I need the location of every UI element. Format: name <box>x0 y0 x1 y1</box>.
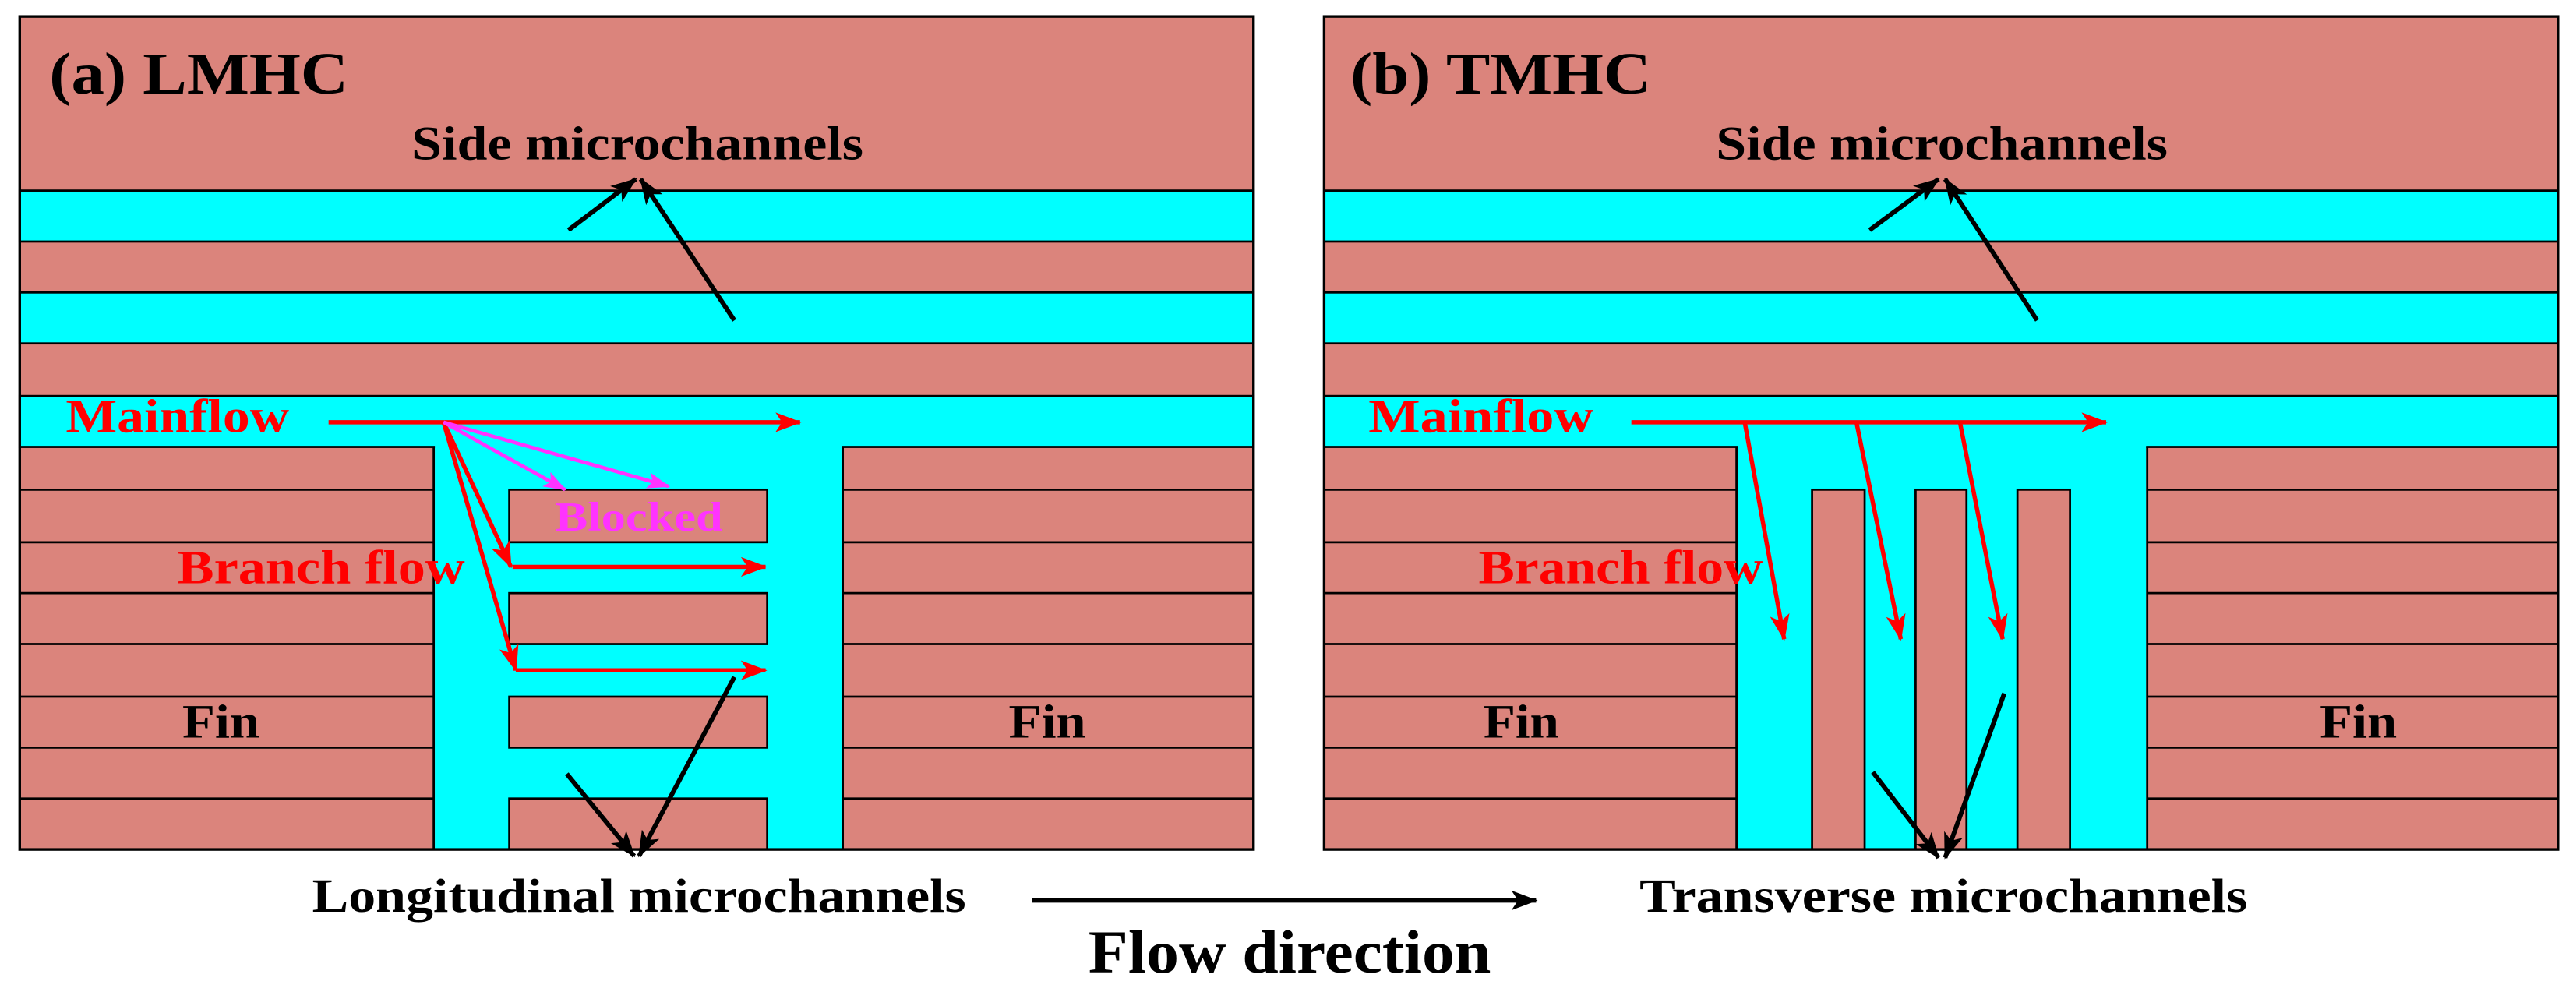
panel-b-fin-post <box>1914 488 1968 851</box>
panel-b-fin-stripes <box>1324 488 2558 800</box>
panel-a-branch-arrow <box>441 421 513 569</box>
panel-b-fin-post <box>1811 488 1866 851</box>
panel-a-fin-block <box>508 797 769 851</box>
panel-a-side-pointer-arrow <box>566 177 637 232</box>
panel-b-border <box>1322 15 2560 851</box>
panel-b-fin-left-label: Fin <box>1484 697 1559 749</box>
panel-b-branch-arrow <box>1957 422 2008 641</box>
panel-b-bottom-pointer-arrow <box>1943 692 2007 860</box>
panel-a-lmhc: (a) LMHC Side microchannels Mainflow Blo… <box>18 15 1255 923</box>
panel-b-mainflow-label: Mainflow <box>1368 391 1593 443</box>
panel-b-tmhc: (b) TMHC Side microchannels Mainflow Bra… <box>1322 15 2560 923</box>
panel-b-fin-right-label: Fin <box>2320 697 2397 749</box>
panel-a-border <box>18 15 1255 851</box>
panel-a-blocked-arrow <box>443 420 671 489</box>
panel-a-longitudinal-label: Longitudinal microchannels <box>312 870 966 923</box>
panel-a-fin-left-label: Fin <box>182 697 259 749</box>
panel-b-side-pointer-arrow <box>1868 177 1940 232</box>
panel-b-side-pointer-arrow <box>1943 178 2039 322</box>
panel-a-branch-flow-label: Branch flow <box>178 542 465 595</box>
panel-a-side-microchannel-2 <box>18 291 1255 345</box>
panel-b-side-microchannels-label: Side microchannels <box>1716 118 2168 171</box>
panel-a-blocked-label: Blocked <box>556 495 723 540</box>
panel-a-bottom-pointer-arrow <box>637 676 737 858</box>
panel-b-branch-arrow <box>1742 422 1790 641</box>
panel-a-side-microchannel-1 <box>18 189 1255 243</box>
panel-a-branch-arrow <box>441 422 519 672</box>
panel-b-title: (b) TMHC <box>1350 41 1651 107</box>
panel-a-title: (a) LMHC <box>49 41 348 107</box>
panel-a-mainflow-label: Mainflow <box>65 391 289 443</box>
panel-a-fin-block <box>508 488 769 544</box>
panel-a-bottom-pointer-arrow <box>565 772 637 858</box>
panel-a-fin-stripes <box>19 488 1254 800</box>
panel-b-branch-arrow <box>1854 422 1906 641</box>
panel-b-side-microchannel-1 <box>1323 189 2560 243</box>
flow-direction-label: Flow direction <box>1089 918 1491 986</box>
panel-b-bottom-pointer-arrow <box>1871 771 1941 860</box>
panel-b-branch-flow-label: Branch flow <box>1479 542 1763 595</box>
panel-a-fin-block <box>508 591 769 645</box>
panel-a-side-pointer-arrow <box>638 178 736 322</box>
panel-b-fin-post <box>2016 488 2071 851</box>
panel-a-side-microchannels-label: Side microchannels <box>411 118 863 171</box>
panel-a-fin-right-label: Fin <box>1009 697 1086 749</box>
panel-a-fin-block <box>508 695 769 749</box>
panel-b-side-microchannel-2 <box>1323 291 2560 345</box>
panel-b-transverse-label: Transverse microchannels <box>1639 870 2247 923</box>
panel-a-blocked-arrow <box>443 420 567 492</box>
